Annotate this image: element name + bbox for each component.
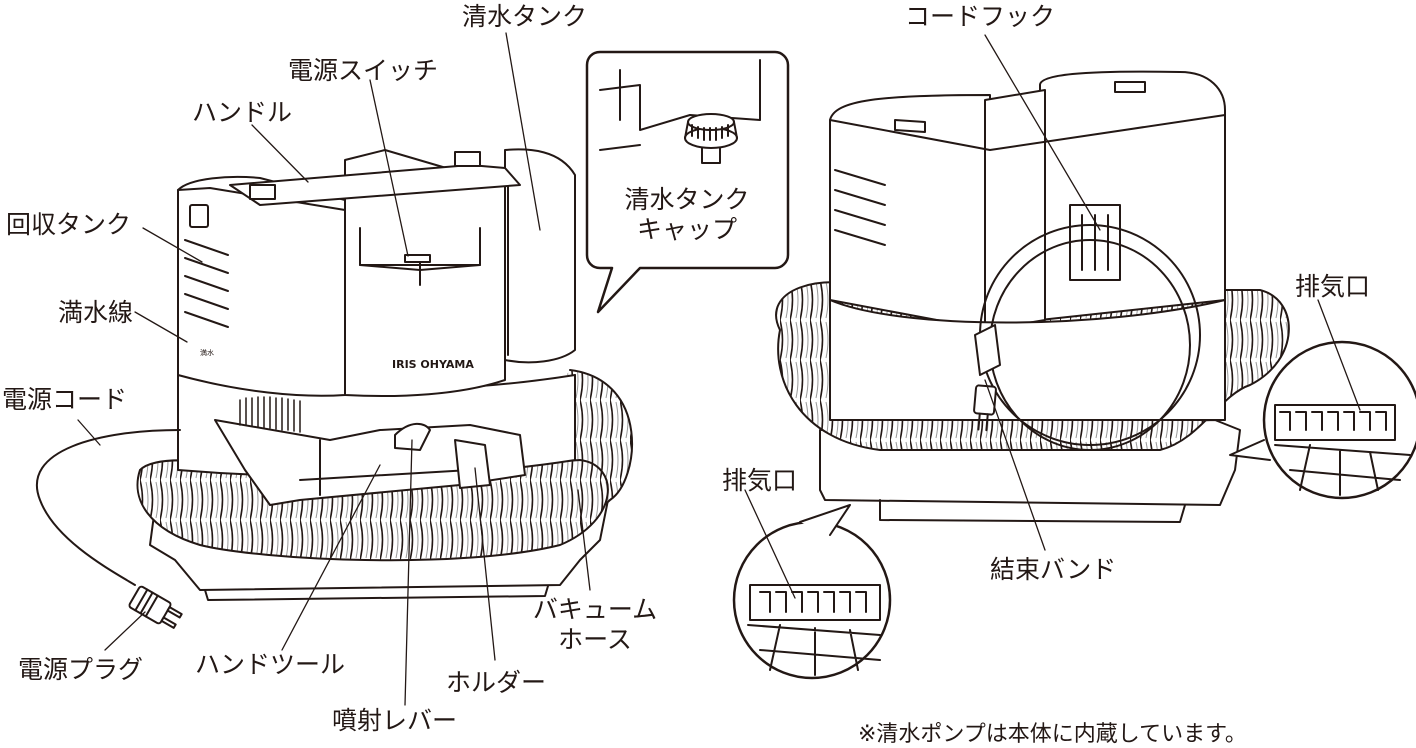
- label-handle: ハンドル: [192, 98, 293, 127]
- left-unit: [36, 148, 633, 629]
- power-switch: [404, 254, 431, 263]
- label-vacuum-hose-line2: ホース: [558, 625, 632, 654]
- label-tank-cap-line2: キャップ: [636, 215, 737, 244]
- label-tank-cap: 清水タンク キャップ: [612, 185, 762, 245]
- recovery-tank: [177, 187, 346, 397]
- power-plug: [128, 585, 183, 629]
- spray-lever: [394, 422, 431, 451]
- handle: [229, 164, 521, 206]
- label-power-plug: 電源プラグ: [18, 655, 144, 684]
- label-vacuum-hose: バキューム ホース: [525, 595, 665, 655]
- brush: [239, 396, 301, 433]
- label-recovery-tank: 回収タンク: [6, 210, 132, 239]
- footnote: ※清水ポンプは本体に内蔵しています。: [858, 722, 1247, 747]
- label-spray-lever: 噴射レバー: [332, 706, 458, 735]
- label-full-water-line: 満水線: [58, 298, 134, 327]
- label-cord-hook: コードフック: [905, 2, 1056, 31]
- power-cord: [36, 429, 181, 586]
- label-exhaust-right: 排気口: [1295, 272, 1371, 301]
- label-power-switch: 電源スイッチ: [288, 56, 439, 85]
- holder: [454, 439, 491, 489]
- label-tank-cap-line1: 清水タンク: [624, 185, 750, 214]
- label-power-cord: 電源コード: [2, 385, 128, 414]
- binding-band: [974, 324, 1001, 376]
- clean-water-tank: [504, 148, 576, 364]
- right-unit: [775, 70, 1290, 523]
- label-vacuum-hose-line1: バキューム: [532, 595, 658, 624]
- label-clean-water-tank: 清水タンク: [462, 2, 588, 31]
- exhaust-inset-left: [732, 504, 892, 680]
- exhaust-inset-right: [1229, 340, 1416, 500]
- hand-tool: [214, 419, 526, 506]
- label-holder: ホルダー: [446, 668, 547, 697]
- label-exhaust-left: 排気口: [722, 466, 798, 495]
- tank-cap-inset: [585, 50, 790, 314]
- leader-lines: [77, 32, 1361, 706]
- label-binding-band: 結束バンド: [990, 555, 1117, 584]
- label-hand-tool: ハンドツール: [195, 650, 346, 679]
- brand-logo-text: IRIS OHYAMA: [392, 358, 474, 371]
- full-line-mark: 満水: [200, 348, 214, 357]
